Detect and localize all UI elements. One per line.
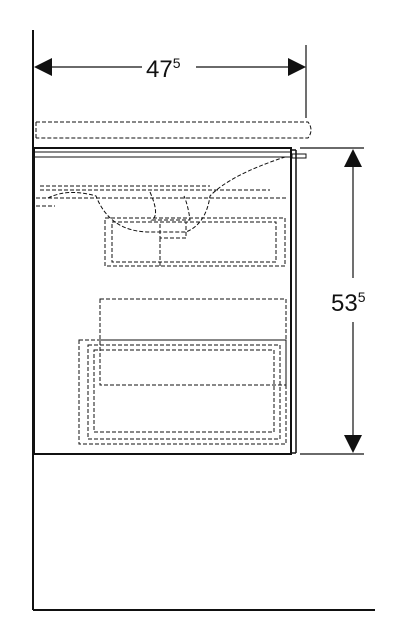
lower-drawer-inner bbox=[87, 344, 281, 440]
height-dimension-value: 535 bbox=[331, 289, 366, 317]
drawers bbox=[78, 298, 287, 445]
height-arrow-bottom bbox=[344, 435, 362, 453]
washbasin-hidden-lines bbox=[36, 156, 286, 233]
basin-bowl-outer bbox=[47, 156, 286, 233]
width-arrow-right bbox=[288, 58, 306, 76]
width-dimension-fraction: 5 bbox=[173, 55, 181, 71]
siphon-inner bbox=[111, 221, 277, 263]
siphon-trap bbox=[159, 221, 187, 239]
cabinet-top-fitting bbox=[291, 153, 307, 159]
width-dimension: 475 bbox=[34, 45, 307, 118]
upper-drawer bbox=[99, 298, 287, 386]
siphon-box bbox=[104, 217, 286, 267]
height-dimension-fraction: 5 bbox=[358, 289, 366, 305]
width-arrow-left bbox=[34, 58, 52, 76]
countertop-top-edge bbox=[36, 121, 312, 139]
width-dimension-main: 47 bbox=[146, 56, 173, 83]
cabinet-outline bbox=[33, 147, 292, 455]
basin-bowl-inner bbox=[40, 185, 270, 191]
siphon-outer bbox=[104, 217, 286, 267]
wall-and-floor bbox=[32, 30, 375, 611]
height-arrow-top bbox=[344, 149, 362, 167]
height-dimension: 535 bbox=[300, 147, 366, 455]
lower-drawer-box bbox=[93, 349, 275, 433]
countertop-outline bbox=[35, 121, 312, 139]
width-dimension-value: 475 bbox=[146, 55, 181, 83]
cabinet-body bbox=[33, 147, 307, 455]
basin-drain bbox=[149, 191, 191, 221]
lower-drawer bbox=[78, 339, 287, 445]
height-dimension-main: 53 bbox=[331, 290, 358, 317]
